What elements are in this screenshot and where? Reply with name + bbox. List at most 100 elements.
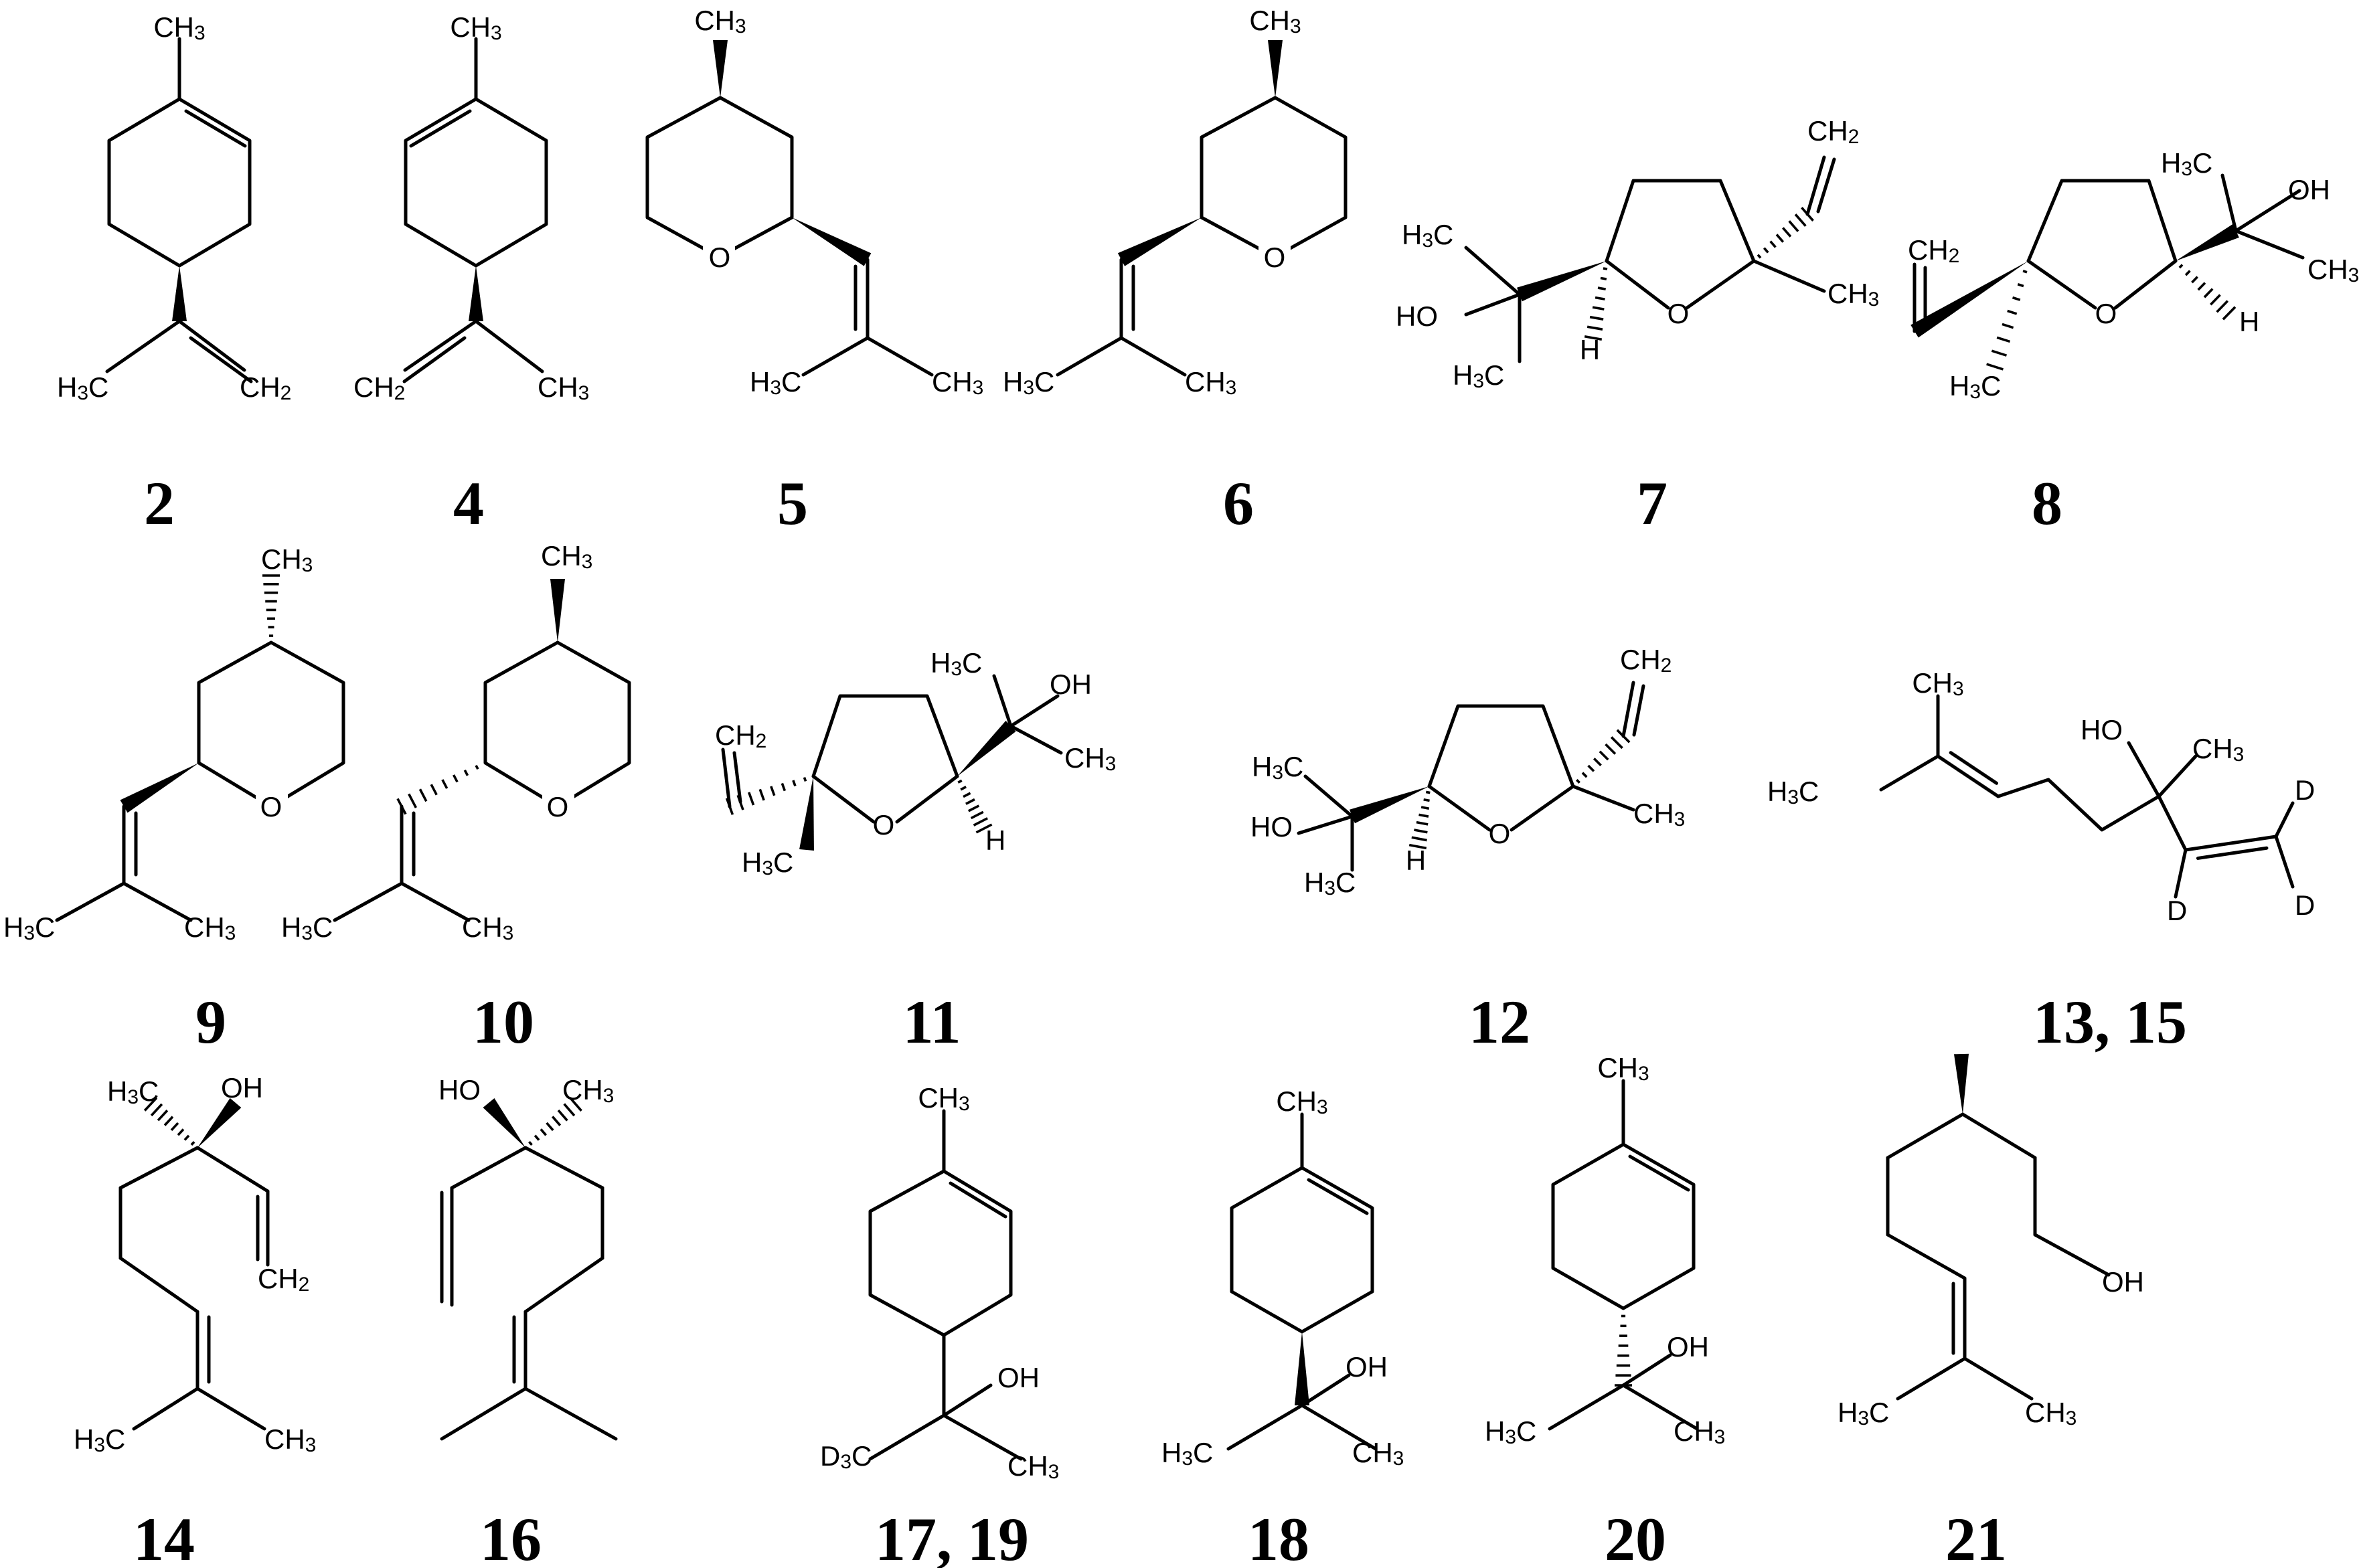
- bond: [811, 774, 876, 824]
- bond: [333, 881, 404, 922]
- atom-label: CH2: [1908, 234, 1959, 267]
- atom-label: H3C: [1453, 359, 1504, 392]
- bond: [474, 319, 544, 373]
- bond: [1303, 774, 1354, 818]
- bond: [1300, 1373, 1351, 1407]
- hash-bond: [262, 574, 280, 637]
- bond: [2234, 189, 2301, 233]
- atom-label: OH: [1050, 669, 1092, 700]
- bond-chain: [1551, 1142, 1696, 1310]
- double-bond-inner: [1632, 684, 1645, 737]
- wedge-bond: [1117, 217, 1202, 266]
- bond: [1119, 336, 1187, 377]
- bond: [2174, 848, 2188, 899]
- atom-label: CH2: [1620, 644, 1672, 677]
- bond: [2113, 259, 2178, 310]
- compound-label: 9: [195, 988, 226, 1056]
- wedge-bond: [799, 776, 814, 851]
- atom-label: CH3: [538, 371, 589, 404]
- bond: [2274, 835, 2295, 889]
- atom-label: CH2: [1807, 115, 1859, 148]
- bond: [195, 1146, 270, 1193]
- double-bond: [1936, 754, 2000, 798]
- label-mask: [1258, 241, 1291, 273]
- atom-label: H3C: [742, 847, 793, 879]
- double-bond-inner: [184, 109, 247, 148]
- atom-label: CH3: [462, 911, 513, 944]
- atom-label: OH: [2102, 1266, 2144, 1298]
- atom-label: H3C: [1949, 370, 2001, 403]
- double-bond-inner: [409, 109, 472, 148]
- bond: [2274, 801, 2295, 839]
- bond: [1896, 1357, 1967, 1401]
- bond: [942, 1413, 1023, 1461]
- bond-chain: [1605, 179, 1756, 263]
- bond-chain: [1996, 778, 2161, 832]
- atom-label: CH3: [264, 1423, 316, 1456]
- atom-label: CH3: [932, 366, 983, 399]
- atom-label: D3C: [820, 1440, 872, 1473]
- atom-label: CH3: [1597, 1052, 1649, 1085]
- bond: [2157, 754, 2198, 798]
- bond: [895, 774, 959, 824]
- atom-label: CH3: [184, 911, 236, 944]
- bond: [1886, 1112, 1965, 1160]
- compound-label: 21: [1945, 1505, 2007, 1568]
- atom-label: H3C: [1252, 751, 1303, 784]
- bond: [440, 1387, 527, 1441]
- bond-chain: [868, 1169, 1013, 1337]
- bond: [1464, 246, 1522, 296]
- bond: [403, 319, 478, 372]
- oxygen-label: O: [1264, 242, 1286, 273]
- bond: [132, 1387, 199, 1431]
- atom-label: CH3: [1185, 366, 1236, 399]
- bond-chain: [1427, 704, 1575, 788]
- bond: [1685, 259, 1756, 310]
- hash-bond: [396, 764, 479, 815]
- hash-bond: [1576, 729, 1631, 784]
- bond-chain: [1230, 1166, 1374, 1334]
- wedge-bond: [197, 1098, 242, 1148]
- atom-label: CH3: [1249, 5, 1301, 37]
- atom-label: CH3: [1827, 278, 1879, 311]
- atom-label: CH3: [153, 11, 205, 44]
- bond: [1886, 1233, 1967, 1280]
- oxygen-label: O: [709, 242, 731, 273]
- compound-label: 11: [903, 988, 961, 1056]
- wedge-bond: [483, 1098, 525, 1148]
- compound-label: 17, 19: [875, 1505, 1029, 1568]
- atom-label: H3C: [1485, 1415, 1536, 1448]
- atom-label: OH: [997, 1362, 1040, 1393]
- bond-chain: [645, 96, 794, 259]
- double-bond-inner: [2196, 846, 2269, 860]
- oxygen-label: O: [547, 791, 569, 822]
- compound-label: 16: [480, 1505, 542, 1568]
- bond: [992, 674, 1013, 728]
- bond-chain: [2026, 179, 2178, 263]
- bond: [1510, 784, 1575, 832]
- atom-label: H3C: [1003, 366, 1054, 399]
- bond: [866, 336, 934, 377]
- wedge-bond: [713, 40, 728, 98]
- oxygen-label: O: [873, 809, 895, 841]
- bond: [55, 881, 126, 922]
- atom-label: H: [1406, 845, 1426, 876]
- compound-label: 7: [1637, 469, 1667, 537]
- wedge-bond: [120, 763, 199, 813]
- atom-label: H3C: [74, 1423, 125, 1456]
- hash-bond: [1408, 790, 1431, 850]
- hash-bond: [1986, 270, 2028, 371]
- bond: [801, 336, 870, 377]
- atom-label: CH3: [261, 543, 313, 576]
- atom-label: HO: [1250, 811, 1293, 843]
- oxygen-label: O: [1489, 818, 1511, 849]
- label-mask: [542, 791, 574, 823]
